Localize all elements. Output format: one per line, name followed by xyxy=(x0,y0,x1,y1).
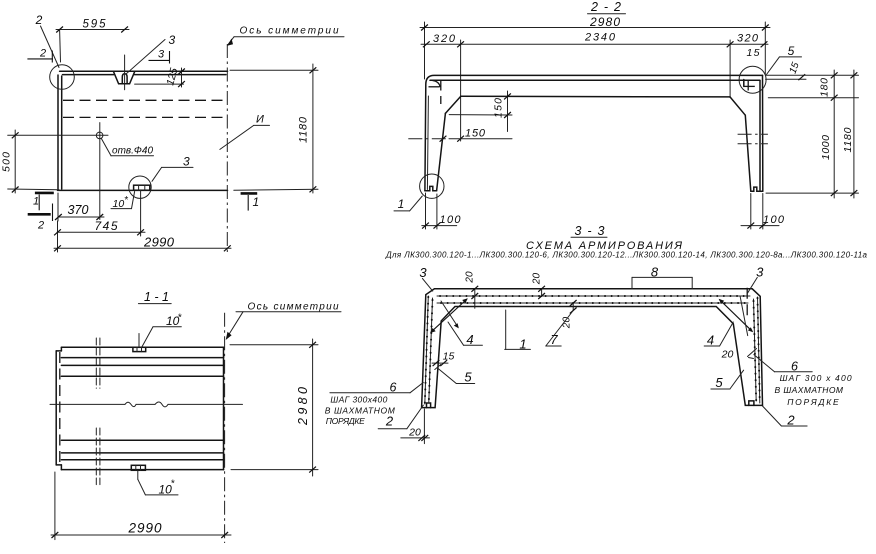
svg-text:15: 15 xyxy=(443,351,455,363)
svg-text:595: 595 xyxy=(83,19,107,31)
svg-text:150: 150 xyxy=(493,98,505,118)
svg-text:5: 5 xyxy=(715,375,723,390)
svg-text:*: * xyxy=(178,313,183,324)
svg-text:7: 7 xyxy=(550,332,558,347)
svg-text:2 - 2: 2 - 2 xyxy=(590,0,621,14)
svg-text:8: 8 xyxy=(651,265,659,280)
svg-text:15: 15 xyxy=(788,61,802,76)
svg-text:745: 745 xyxy=(95,219,118,233)
svg-text:отв.Ф40: отв.Ф40 xyxy=(112,146,153,157)
svg-text:ШАГ 300 х 400: ШАГ 300 х 400 xyxy=(780,373,852,383)
svg-text:ШАГ 300х400: ШАГ 300х400 xyxy=(330,395,387,405)
svg-text:1-1: 1-1 xyxy=(144,290,169,304)
svg-text:5: 5 xyxy=(788,44,795,58)
svg-text:2: 2 xyxy=(35,13,43,27)
svg-text:100: 100 xyxy=(440,214,462,226)
svg-text:*: * xyxy=(124,195,129,206)
svg-text:4: 4 xyxy=(466,332,473,347)
svg-text:Ось симметрии: Ось симметрии xyxy=(248,302,339,313)
svg-text:2: 2 xyxy=(786,413,795,428)
svg-text:2: 2 xyxy=(385,414,394,429)
svg-text:370: 370 xyxy=(68,203,89,217)
svg-text:320: 320 xyxy=(433,33,456,45)
svg-text:150: 150 xyxy=(465,128,486,140)
svg-text:1: 1 xyxy=(519,336,526,351)
svg-text:10: 10 xyxy=(159,482,173,496)
svg-text:10: 10 xyxy=(113,198,125,210)
svg-text:Для ЛК300.300.120-1...ЛК300.30: Для ЛК300.300.120-1...ЛК300.300.120-6, Л… xyxy=(385,251,868,260)
svg-text:180: 180 xyxy=(819,78,831,97)
svg-text:1180: 1180 xyxy=(298,116,310,143)
svg-text:10: 10 xyxy=(166,314,180,328)
svg-text:20: 20 xyxy=(562,317,573,330)
svg-text:1000: 1000 xyxy=(820,135,832,160)
svg-text:2: 2 xyxy=(39,48,46,60)
svg-text:2: 2 xyxy=(37,220,44,232)
svg-text:3: 3 xyxy=(169,33,176,47)
svg-text:1180: 1180 xyxy=(842,127,854,152)
svg-text:20: 20 xyxy=(465,271,476,284)
svg-text:6: 6 xyxy=(791,359,798,373)
svg-text:2990: 2990 xyxy=(128,521,162,536)
svg-text:2990: 2990 xyxy=(143,234,175,249)
svg-text:320: 320 xyxy=(737,33,759,45)
svg-text:5: 5 xyxy=(464,370,472,385)
svg-text:2980: 2980 xyxy=(589,15,620,29)
svg-text:2340: 2340 xyxy=(584,32,616,44)
svg-text:И: И xyxy=(256,114,264,126)
svg-text:20: 20 xyxy=(532,273,543,286)
svg-text:*: * xyxy=(171,479,176,490)
svg-text:15: 15 xyxy=(747,47,760,59)
svg-text:ПОРЯДКЕ: ПОРЯДКЕ xyxy=(787,397,839,407)
svg-text:Ось симметрии: Ось симметрии xyxy=(240,26,339,37)
svg-text:20: 20 xyxy=(408,427,421,439)
svg-text:1: 1 xyxy=(398,197,405,211)
svg-text:500: 500 xyxy=(1,152,13,172)
svg-text:2980: 2980 xyxy=(296,387,310,426)
svg-text:СХЕМА АРМИРОВАНИЯ: СХЕМА АРМИРОВАНИЯ xyxy=(526,240,683,252)
svg-text:В ШАХМАТНОМ: В ШАХМАТНОМ xyxy=(325,406,396,416)
svg-text:ПОРЯДКЕ: ПОРЯДКЕ xyxy=(326,416,365,426)
svg-text:В ШАХМАТНОМ: В ШАХМАТНОМ xyxy=(775,385,844,395)
svg-text:4: 4 xyxy=(707,333,714,348)
svg-text:100: 100 xyxy=(763,214,785,226)
svg-text:3: 3 xyxy=(419,265,427,280)
svg-text:3 - 3: 3 - 3 xyxy=(575,224,605,238)
svg-text:3: 3 xyxy=(158,49,165,61)
svg-text:20: 20 xyxy=(721,349,734,361)
svg-text:3: 3 xyxy=(756,265,764,280)
svg-text:1: 1 xyxy=(253,195,260,209)
svg-text:1: 1 xyxy=(33,196,39,208)
svg-text:6: 6 xyxy=(390,380,397,394)
svg-text:125: 125 xyxy=(164,67,180,87)
svg-text:3: 3 xyxy=(183,155,190,169)
